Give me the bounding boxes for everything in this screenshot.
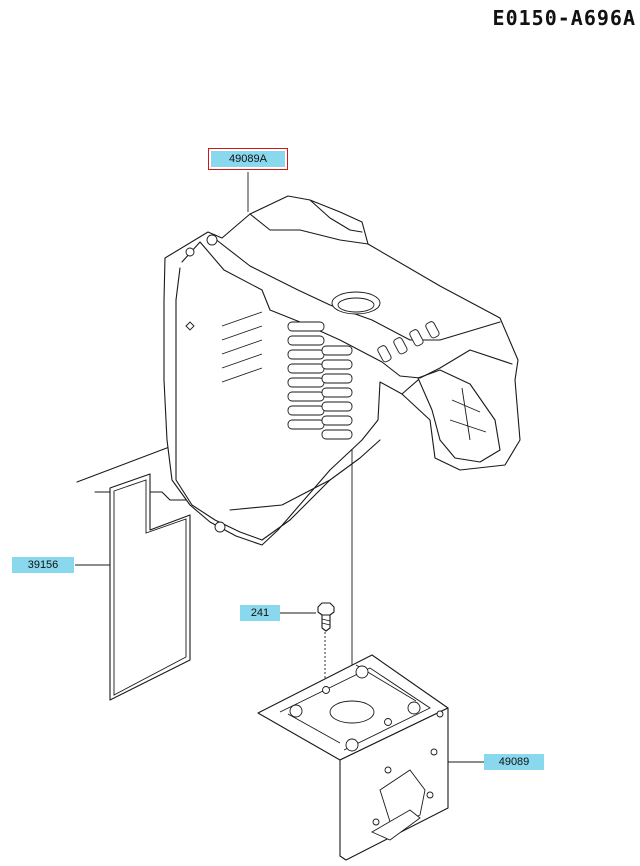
diagram-code: E0150-A696A — [492, 6, 636, 30]
callout-label-49089: 49089 — [498, 756, 530, 768]
front-vent-slots — [287, 321, 353, 440]
leader-lines — [75, 172, 484, 763]
top-vent-slots — [377, 321, 440, 363]
callout-49089[interactable]: 49089 — [484, 754, 544, 770]
callout-label-241: 241 — [250, 607, 270, 619]
callout-39156[interactable]: 39156 — [12, 557, 74, 573]
callout-label-49089A: 49089A — [229, 153, 267, 165]
insulator-39156 — [76, 423, 231, 701]
callout-241[interactable]: 241 — [240, 605, 280, 621]
bracket-49089 — [257, 654, 449, 861]
engine-cover-49089A — [163, 195, 521, 546]
callout-49089A[interactable]: 49089A — [208, 148, 288, 170]
bolt-241 — [317, 602, 335, 632]
left-vent-slots — [185, 311, 263, 383]
callout-label-39156: 39156 — [27, 559, 59, 571]
